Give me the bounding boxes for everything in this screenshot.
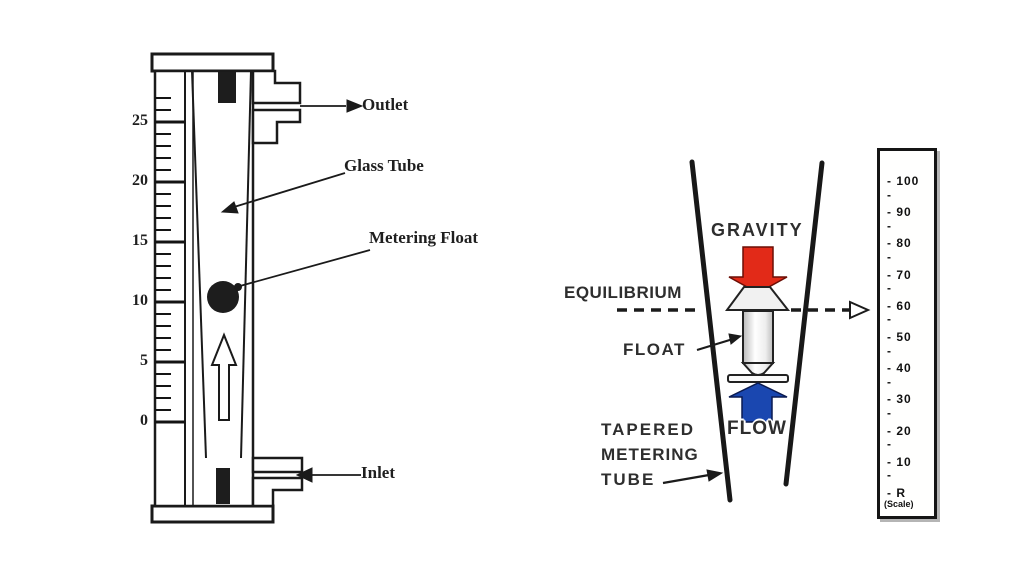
tube-leader-line bbox=[662, 473, 710, 485]
outlet-port-upper bbox=[251, 69, 302, 105]
scale-mark-80: - 80 bbox=[887, 236, 912, 251]
top-float-stop bbox=[218, 72, 236, 103]
scale-mark-100: - 100 bbox=[887, 174, 920, 188]
left-scale-ticks bbox=[155, 97, 185, 424]
left-scale-value-20: 20 bbox=[132, 172, 148, 189]
scale-minor-tick: - bbox=[887, 406, 891, 420]
reading-scale: (Scale) - 100-- 90-- 80-- 70-- 60-- 50--… bbox=[877, 148, 937, 519]
outlet-arrowhead-icon bbox=[346, 99, 364, 113]
glass-tube-left-wall bbox=[191, 70, 207, 459]
tapered-label-line3: TUBE bbox=[601, 470, 656, 489]
scale-mark-20: - 20 bbox=[887, 423, 912, 438]
float-body bbox=[742, 310, 774, 364]
outlet-port-lower bbox=[251, 108, 302, 145]
scale-minor-tick: - bbox=[887, 468, 891, 483]
tapered-label-line2: METERING bbox=[601, 445, 699, 464]
inlet-port-lower bbox=[251, 476, 304, 508]
right-leaders bbox=[662, 333, 743, 485]
bottom-cap bbox=[150, 504, 275, 524]
equilibrium-label: EQUILIBRIUM bbox=[564, 283, 682, 302]
float-tip bbox=[740, 362, 776, 376]
glass-tube-arrowhead-icon bbox=[220, 201, 239, 214]
glass-tube bbox=[191, 70, 252, 459]
float-cone bbox=[725, 286, 791, 311]
gravity-arrow-icon bbox=[728, 246, 788, 294]
float-arrowhead-icon bbox=[728, 333, 743, 345]
tube-arrowhead-icon bbox=[706, 469, 724, 482]
scale-mark-40: - 40 bbox=[887, 361, 912, 376]
scale-minor-tick: - bbox=[887, 312, 891, 327]
left-leaders bbox=[220, 99, 371, 483]
scale-minor-tick: - bbox=[887, 343, 891, 358]
metering-float-label: Metering Float bbox=[369, 228, 479, 247]
left-scale-value-15: 15 bbox=[132, 232, 148, 249]
metering-float-circle bbox=[207, 281, 239, 313]
scale-mark-70: - 70 bbox=[887, 267, 912, 282]
metering-float-leader-line bbox=[239, 249, 371, 287]
scale-minor-tick: - bbox=[887, 374, 891, 389]
left-scale-value-10: 10 bbox=[132, 292, 148, 309]
float-seat-disc bbox=[727, 374, 789, 383]
scale-caption: (Scale) bbox=[884, 499, 914, 509]
inlet-port-upper bbox=[251, 456, 304, 474]
inlet-label: Inlet bbox=[361, 463, 395, 482]
left-scale-value-0: 0 bbox=[140, 412, 148, 429]
scale-mark-50: - 50 bbox=[887, 330, 912, 344]
scale-mark-10: - 10 bbox=[887, 454, 912, 469]
flow-arrow-icon bbox=[728, 382, 788, 423]
scale-mark-30: - 30 bbox=[887, 392, 912, 407]
scale-mark-90: - 90 bbox=[887, 205, 912, 220]
equilibrium-line bbox=[617, 300, 871, 320]
left-scale-value-25: 25 bbox=[132, 112, 148, 129]
top-cap bbox=[150, 52, 275, 73]
tapered-tube-left-wall bbox=[689, 159, 733, 503]
tapered-label-line1: TAPERED bbox=[601, 420, 695, 439]
scale-minor-tick: - bbox=[887, 187, 891, 202]
float-label: FLOAT bbox=[623, 340, 686, 359]
scale-minor-tick: - bbox=[887, 250, 891, 264]
scale-minor-tick: - bbox=[887, 218, 891, 233]
flow-label: FLOW bbox=[727, 418, 787, 439]
outlet-label: Outlet bbox=[362, 95, 409, 114]
right-float bbox=[725, 286, 791, 383]
left-scale-value-5: 5 bbox=[140, 352, 148, 369]
scale-minor-tick: - bbox=[887, 437, 891, 452]
flow-direction-arrow bbox=[210, 332, 238, 421]
inlet-arrowhead-icon bbox=[295, 467, 313, 483]
metering-float-leader-dot bbox=[234, 283, 242, 291]
glass-tube-right-wall bbox=[240, 70, 252, 459]
glass-tube-label: Glass Tube bbox=[344, 156, 424, 175]
scale-mark-R: - R bbox=[887, 486, 906, 500]
float-leader-line bbox=[696, 337, 734, 352]
equilibrium-arrowhead-icon bbox=[849, 300, 871, 320]
tapered-metering-tube bbox=[689, 159, 825, 503]
gravity-label: GRAVITY bbox=[711, 220, 804, 240]
glass-tube-leader-line bbox=[233, 172, 346, 208]
scale-mark-60: - 60 bbox=[887, 298, 912, 313]
tapered-tube-right-wall bbox=[783, 160, 825, 487]
bottom-float-stop bbox=[216, 468, 230, 504]
scale-minor-tick: - bbox=[887, 281, 891, 296]
